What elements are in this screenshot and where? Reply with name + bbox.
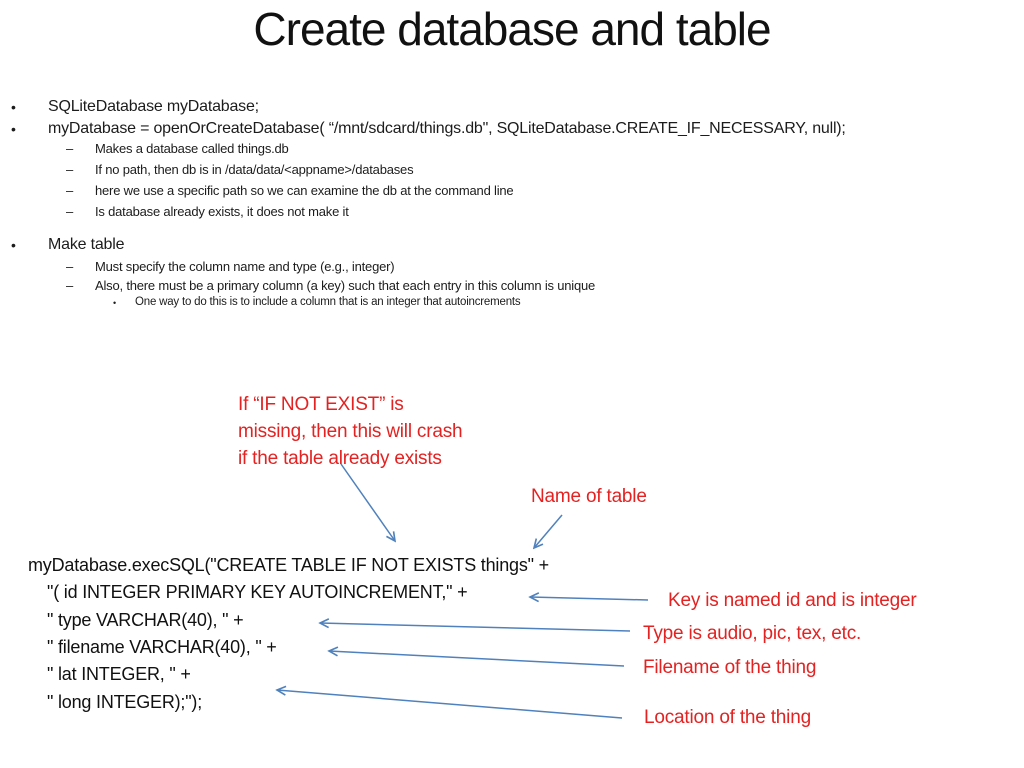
annotation-location: Location of the thing [644, 707, 811, 728]
code-line: " type VARCHAR(40), " + [47, 610, 244, 630]
bullet-text: Make table [48, 236, 125, 253]
annotation-filename: Filename of the thing [643, 657, 817, 678]
bullet-marker-icon: • [11, 237, 16, 253]
sub-bullet-text: Makes a database called things.db [95, 141, 289, 156]
dash-marker-icon: – [66, 141, 74, 156]
sub-bullet-text: Also, there must be a primary column (a … [95, 278, 596, 293]
crash-note-arrow-icon [340, 463, 395, 541]
annotation-key: Key is named id and is integer [668, 590, 917, 611]
key-arrow-icon [530, 597, 649, 600]
sub-sub-bullet-text: One way to do this is to include a colum… [135, 296, 521, 308]
code-line: " lat INTEGER, " + [47, 664, 191, 684]
code-line: "( id INTEGER PRIMARY KEY AUTOINCREMENT,… [47, 582, 468, 602]
dash-marker-icon: – [66, 162, 74, 177]
dash-marker-icon: – [66, 183, 74, 198]
name-of-table-arrow-icon [534, 514, 563, 548]
bullet-text: myDatabase = openOrCreateDatabase( “/mnt… [48, 120, 846, 137]
code-line: " filename VARCHAR(40), " + [47, 637, 277, 657]
sub-bullet-text: Must specify the column name and type (e… [95, 259, 395, 274]
callout-crash-line: if the table already exists [238, 448, 442, 469]
type-arrow-icon [320, 623, 631, 632]
location-arrow-icon [277, 690, 623, 719]
dash-marker-icon: – [66, 259, 74, 274]
sub-bullet-text: If no path, then db is in /data/data/<ap… [95, 162, 414, 177]
sub-bullet-text: Is database already exists, it does not … [95, 204, 349, 219]
slide-title: Create database and table [253, 3, 771, 55]
callout-crash-note: If “IF NOT EXIST” is missing, then this … [238, 391, 463, 472]
filename-arrow-icon [329, 651, 625, 667]
sub-bullet-text: here we use a specific path so we can ex… [95, 183, 514, 198]
callout-name-of-table: Name of table [531, 486, 647, 507]
bullet-marker-icon: • [11, 121, 16, 137]
code-line: myDatabase.execSQL("CREATE TABLE IF NOT … [28, 555, 549, 575]
bullet-marker-icon: • [113, 298, 116, 308]
dash-marker-icon: – [66, 204, 74, 219]
bullet-text: SQLiteDatabase myDatabase; [48, 98, 259, 115]
dash-marker-icon: – [66, 278, 74, 293]
bullet-marker-icon: • [11, 99, 16, 115]
code-line: " long INTEGER);"); [47, 692, 203, 712]
callout-crash-line: missing, then this will crash [238, 421, 463, 442]
annotation-type: Type is audio, pic, tex, etc. [643, 623, 862, 644]
callout-crash-line: If “IF NOT EXIST” is [238, 394, 404, 415]
